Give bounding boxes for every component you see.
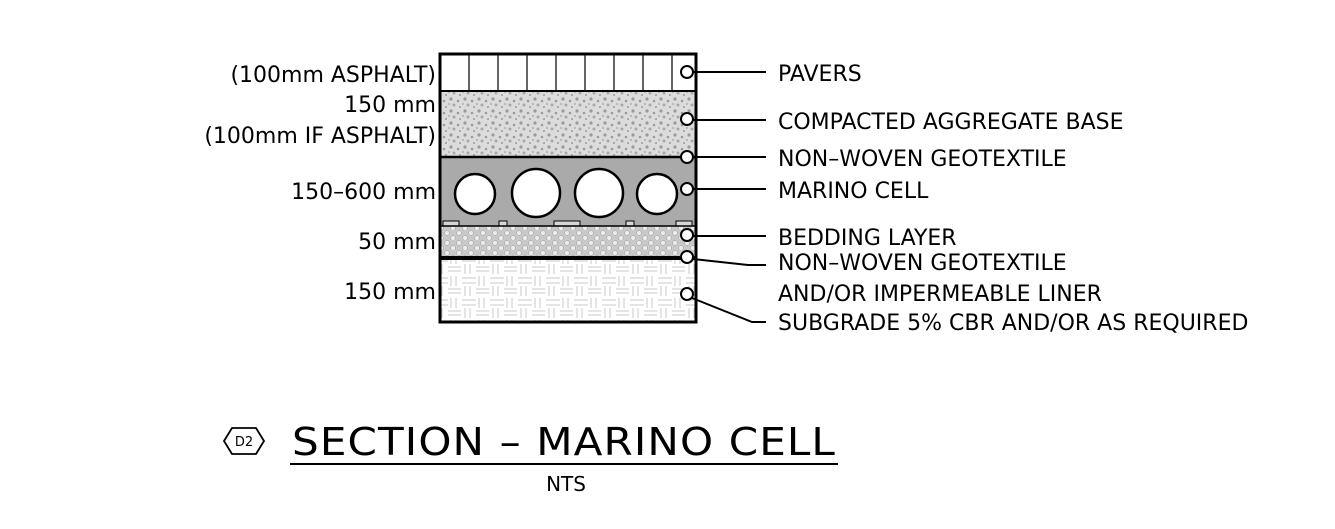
base-thickness-label: 150 mm [344, 93, 436, 118]
title-block: D2 SECTION – MARINO CELL NTS [222, 420, 838, 496]
callout-geotextile-lower: NON–WOVEN GEOTEXTILE [778, 251, 1067, 276]
base-thickness-alt-label: (100mm IF ASPHALT) [204, 124, 436, 149]
callout-labels: PAVERS COMPACTED AGGREGATE BASE NON–WOVE… [778, 62, 1248, 336]
subgrade-thickness-label: 150 mm [344, 280, 436, 305]
cell-void [573, 167, 625, 219]
pavers-thickness-label: (100mm ASPHALT) [230, 63, 436, 88]
cell-void [510, 167, 562, 219]
layer-boundaries [440, 90, 696, 260]
callout-pavers: PAVERS [778, 62, 862, 87]
scale-label: NTS [546, 472, 586, 496]
aggregate-base-layer [440, 91, 696, 157]
thickness-labels: (100mm ASPHALT) 150 mm (100mm IF ASPHALT… [204, 63, 436, 305]
callout-geotextile-upper: NON–WOVEN GEOTEXTILE [778, 147, 1067, 172]
callout-subgrade: SUBGRADE 5% CBR AND/OR AS REQUIRED [778, 311, 1248, 336]
bedding-layer [440, 226, 696, 257]
callout-marino-cell: MARINO CELL [778, 179, 929, 204]
detail-tag-icon: D2 [222, 427, 266, 455]
detail-tag-label: D2 [235, 435, 253, 450]
section-title: SECTION – MARINO CELL [292, 420, 836, 464]
cell-void [635, 172, 679, 216]
bedding-thickness-label: 50 mm [358, 230, 436, 255]
callout-liner: AND/OR IMPERMEABLE LINER [778, 282, 1102, 307]
marino-cell-layer [440, 157, 696, 227]
callout-aggregate-base: COMPACTED AGGREGATE BASE [778, 110, 1124, 135]
subgrade-layer [440, 259, 696, 322]
callout-leaders [680, 65, 766, 323]
pavers-layer [440, 54, 696, 91]
cell-void [453, 172, 497, 216]
callout-bedding-layer: BEDDING LAYER [778, 226, 957, 251]
cell-thickness-label: 150–600 mm [291, 180, 436, 205]
